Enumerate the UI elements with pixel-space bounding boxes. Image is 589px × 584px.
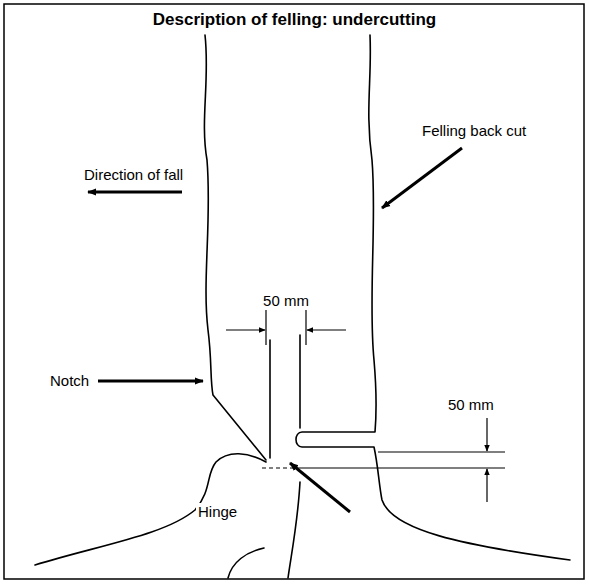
trunk-right-edge [296,35,570,560]
dimension-label: 50 mm [446,396,496,414]
left-root [35,454,266,565]
dimension-line [305,305,306,345]
leader-arrow [290,463,350,512]
dimension-arrow [486,469,487,502]
centre-root [288,482,300,578]
diagram-title: Description of felling: undercutting [0,10,589,30]
leader-arrow [98,380,203,383]
frame [4,4,584,579]
back-cut-line [299,335,301,428]
callout-label: Hinge [196,503,239,521]
dimension-label: 50 mm [261,292,311,310]
dimension-line [265,305,266,345]
direction-label: Direction of fall [82,166,185,184]
dimension-arrow [486,418,487,451]
notch-face [269,340,271,458]
dimension-arrow [226,329,265,330]
callout-label: Felling back cut [420,122,528,140]
fall-arrow [88,191,182,194]
dimension-arrow [307,329,346,330]
root-curve [228,548,264,578]
trunk-left-edge [204,35,266,460]
leader-arrow [382,148,462,208]
callout-label: Notch [48,372,91,390]
dimension-line [378,451,505,452]
dimension-line [300,467,505,468]
